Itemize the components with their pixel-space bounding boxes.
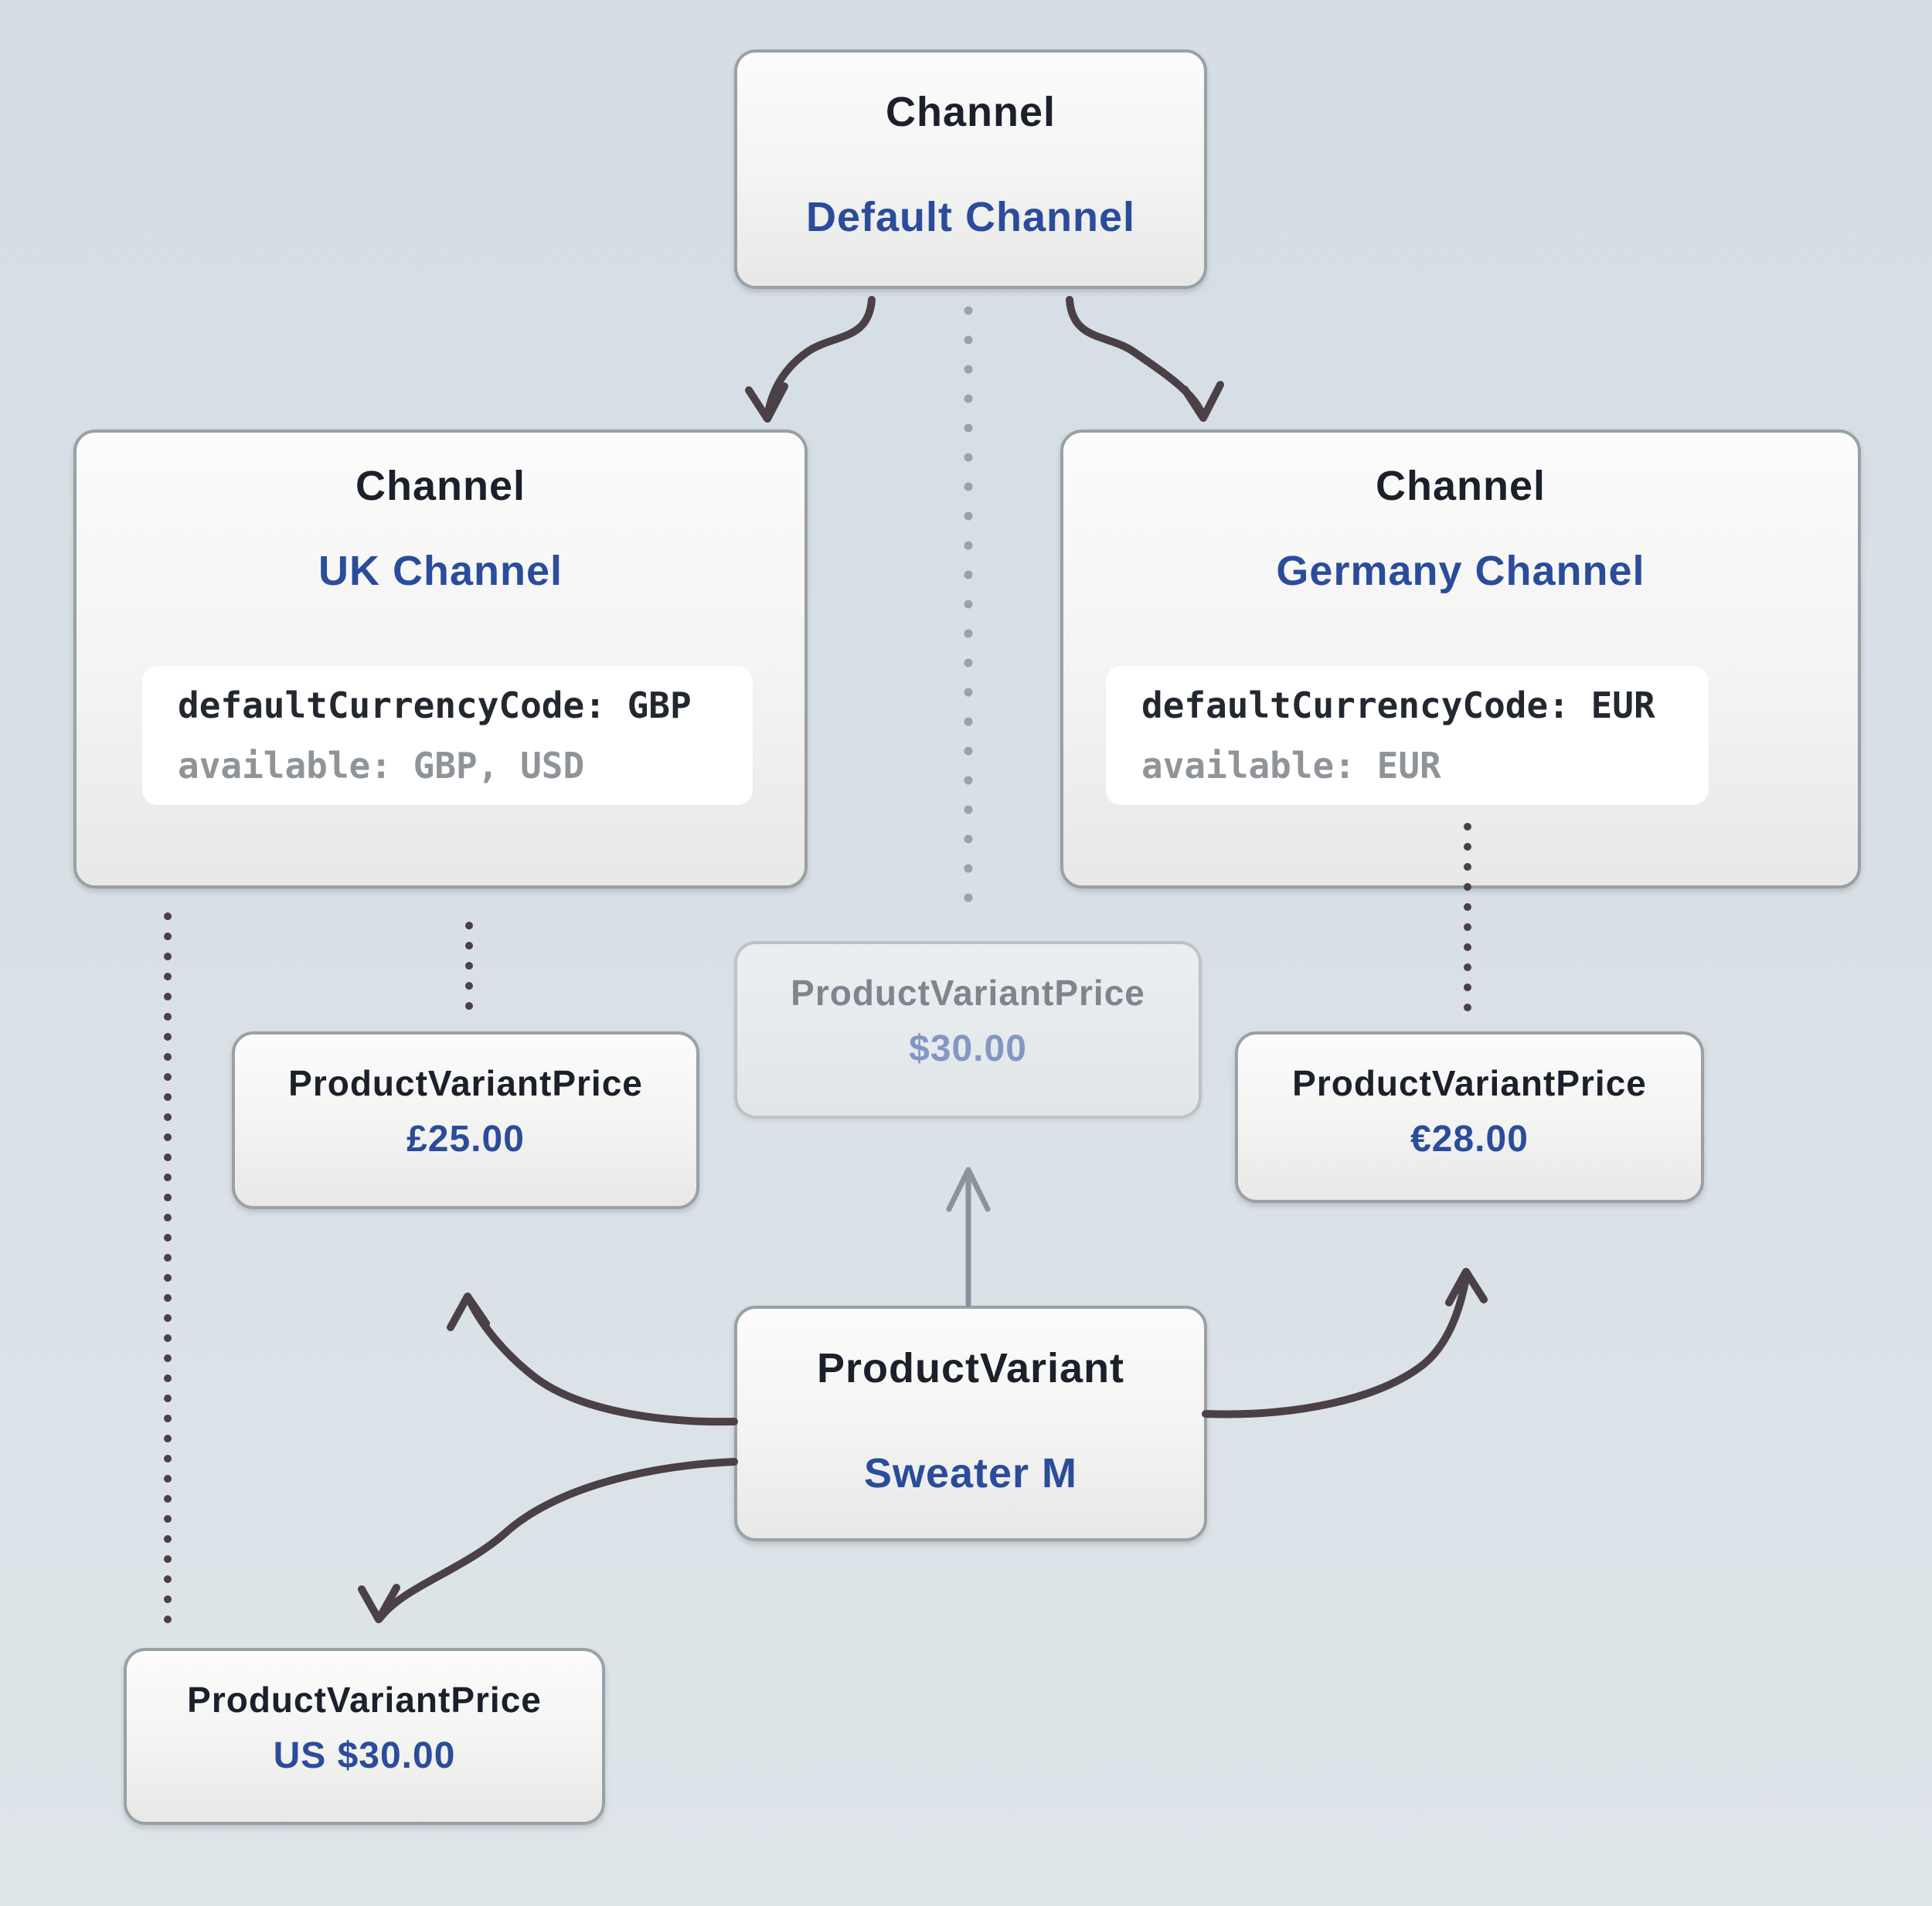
currency-code-box: defaultCurrencyCode: GBP available: GBP,… [142,666,753,805]
arrowhead-uk-price [447,1293,490,1331]
node-uk-channel: Channel UK Channel defaultCurrencyCode: … [73,430,808,888]
arrowhead-germany-channel [1181,381,1224,422]
node-germany-price: ProductVariantPrice €28.00 [1235,1031,1704,1203]
arrowhead-germany-price [1445,1268,1488,1306]
node-us-price: ProductVariantPrice US $30.00 [124,1648,605,1825]
entity-name: Sweater M [863,1450,1078,1497]
arrow-product-variant-to-uk-price [464,1294,738,1426]
arrow-product-variant-to-germany-price [1202,1269,1471,1418]
available-currencies-line: available: EUR [1141,745,1441,787]
node-default-channel: Channel Default Channel [734,49,1207,289]
available-currencies-line: available: GBP, USD [178,745,585,787]
entity-label: ProductVariantPrice [791,973,1145,1013]
entity-label: ProductVariantPrice [1292,1063,1647,1103]
price-value: €28.00 [1410,1119,1529,1160]
entity-name: Default Channel [805,194,1136,240]
entity-name: Germany Channel [1276,548,1645,594]
currency-code-box: defaultCurrencyCode: EUR available: EUR [1106,666,1709,805]
entity-label: Channel [885,89,1056,135]
entity-name: UK Channel [318,548,563,594]
price-value: US $30.00 [273,1735,456,1776]
arrow-default-channel-to-germany-channel [1066,296,1207,421]
price-value: £25.00 [406,1119,525,1160]
price-value: $30.00 [909,1028,1027,1069]
entity-label: ProductVariantPrice [288,1063,643,1103]
node-default-channel-price: ProductVariantPrice $30.00 [734,941,1202,1119]
entity-label: ProductVariant [816,1345,1125,1391]
arrow-product-variant-to-us-price [376,1458,738,1622]
default-currency-line: defaultCurrencyCode: GBP [178,685,692,726]
node-product-variant: ProductVariant Sweater M [734,1306,1207,1541]
default-currency-line: defaultCurrencyCode: EUR [1141,685,1655,726]
node-germany-channel: Channel Germany Channel defaultCurrencyC… [1060,430,1861,888]
arrow-default-channel-to-uk-channel [764,296,876,421]
entity-label: Channel [1375,463,1546,509]
arrowhead-uk-channel [745,382,788,423]
entity-label: Channel [355,463,526,509]
entity-label: ProductVariantPrice [187,1680,542,1720]
arrowhead-default-price [946,1167,991,1212]
node-uk-price: ProductVariantPrice £25.00 [232,1031,699,1209]
arrowhead-us-price [358,1584,400,1623]
